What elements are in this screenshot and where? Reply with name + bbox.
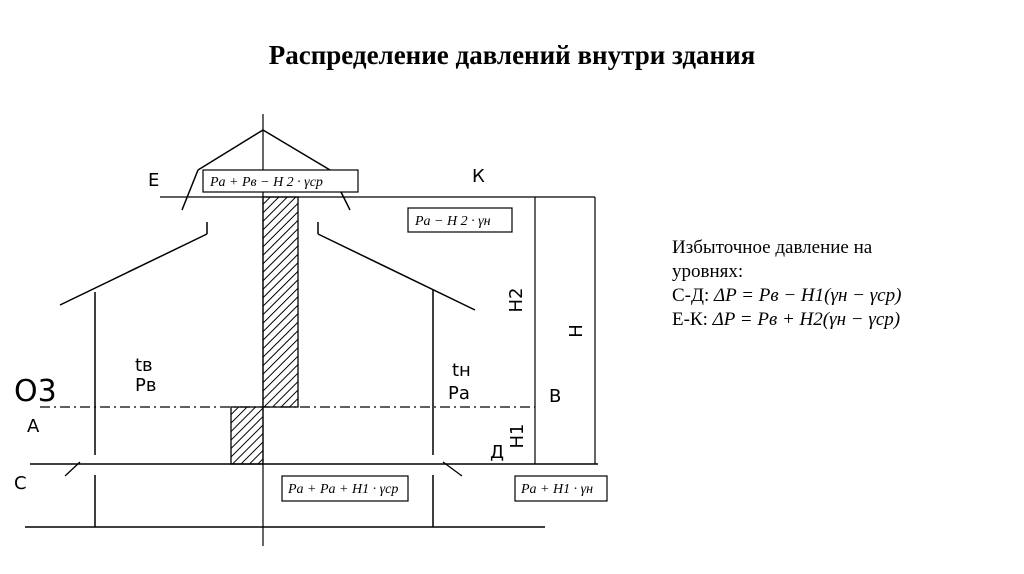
label-h: Н bbox=[566, 324, 587, 338]
formula-ek: Е-К: ΔP = Pв + H2(γн − γср) bbox=[672, 308, 962, 332]
label-h1: Н1 bbox=[507, 424, 528, 449]
ground-ticks bbox=[64, 461, 463, 477]
upper-roof bbox=[59, 222, 476, 311]
box-top-left: Pа + Pв − H 2 · γср bbox=[209, 175, 323, 190]
label-k: К bbox=[472, 166, 485, 187]
upper-pressure-shaft bbox=[262, 196, 299, 408]
page-title: Распределение давлений внутри здания bbox=[268, 40, 756, 70]
panel-heading-2: уровнях: bbox=[672, 261, 744, 282]
label-h2: Н2 bbox=[506, 288, 527, 313]
box-bottom-center-frame bbox=[281, 475, 409, 502]
box-bottom-right-frame bbox=[514, 475, 608, 502]
box-top-right-frame bbox=[407, 207, 513, 233]
formula-cd-prefix: С-Д: bbox=[672, 285, 714, 306]
formula-panel: Избыточное давление на уровнях: С-Д: ΔP … bbox=[672, 236, 962, 332]
label-pv: Pв bbox=[135, 375, 156, 396]
label-o3: О3 bbox=[14, 374, 57, 409]
formula-cd-expression: ΔP = Pв − H1(γн − γср) bbox=[714, 285, 902, 306]
box-bottom-center: Pа + Pа + H1 · γср bbox=[287, 482, 398, 497]
dimension-lines bbox=[534, 197, 596, 464]
label-e: Е bbox=[148, 170, 159, 191]
label-b: В bbox=[549, 386, 561, 407]
label-tv: tв bbox=[135, 355, 153, 376]
box-top-right: Pа − H 2 · γн bbox=[414, 214, 491, 229]
label-d: Д bbox=[490, 442, 504, 463]
formula-ek-expression: ΔP = Pв + H2(γн − γср) bbox=[712, 309, 901, 330]
box-top-left-frame bbox=[202, 169, 359, 193]
box-bottom-right: Pа + H1 · γн bbox=[520, 482, 593, 497]
label-pa: Pа bbox=[448, 383, 470, 404]
formula-cd: С-Д: ΔP = Pв − H1(γн − γср) bbox=[672, 284, 962, 308]
label-a: А bbox=[27, 416, 40, 437]
lower-pressure-shaft bbox=[230, 406, 264, 465]
label-tn: tн bbox=[452, 360, 471, 381]
panel-heading-1: Избыточное давление на bbox=[672, 237, 873, 258]
label-c: С bbox=[14, 473, 27, 494]
building-walls bbox=[94, 290, 434, 527]
formula-ek-prefix: Е-К: bbox=[672, 309, 713, 330]
